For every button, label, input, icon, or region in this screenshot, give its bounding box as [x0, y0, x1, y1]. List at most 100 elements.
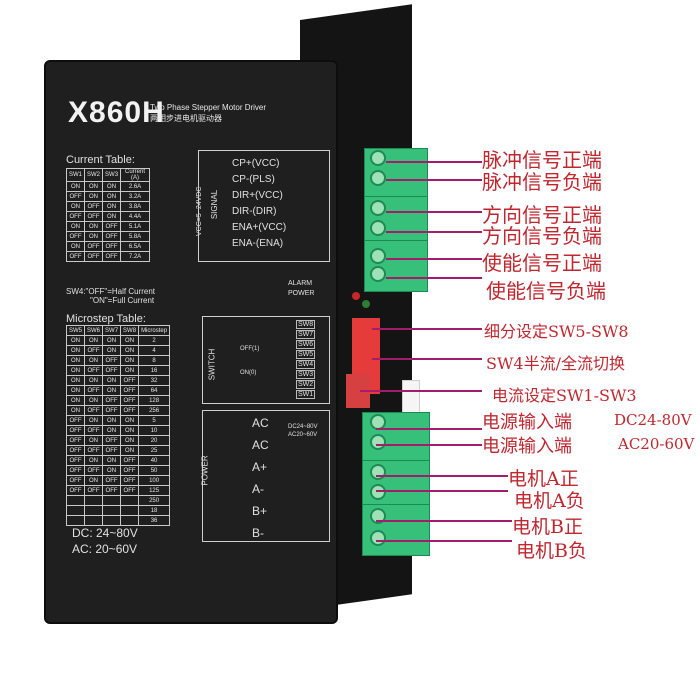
table-cell: [84, 505, 104, 516]
table-header-cell: Microstep: [138, 325, 171, 336]
table-cell: 100: [138, 475, 171, 486]
table-cell: [84, 495, 104, 506]
title-cn: 两相步进电机驱动器: [150, 114, 222, 123]
table-cell: 2: [138, 335, 171, 346]
table-cell: 18: [138, 505, 171, 516]
table-cell: ON: [65, 385, 86, 396]
switch-box: [202, 316, 330, 404]
table-cell: ON: [102, 345, 122, 356]
table-cell: ON: [120, 365, 140, 376]
table-cell: OFF: [120, 465, 140, 476]
vcc-note: VCC=5~24VDC: [196, 186, 203, 236]
table-cell: OFF: [120, 395, 140, 406]
power-terminal-label: A+: [252, 460, 268, 474]
power-terminal-label: AC: [252, 438, 269, 452]
table-cell: 16: [138, 365, 171, 376]
ac-rating: AC: 20~60V: [72, 542, 138, 556]
table-cell: ON: [120, 445, 140, 456]
dip-switch-label: SW7: [296, 330, 316, 339]
table-cell: OFF: [102, 231, 122, 242]
dip-switch-label: SW2: [296, 380, 316, 389]
callout-current: 电流设定SW1-SW3: [492, 386, 637, 405]
table-cell: 125: [138, 485, 171, 496]
table-cell: OFF: [65, 445, 86, 456]
table-cell: ON: [65, 375, 86, 386]
table-cell: 64: [138, 385, 171, 396]
signal-label: ENA+(VCC): [232, 222, 287, 233]
table-row: 36: [65, 515, 171, 526]
callout-motor-b-neg: 电机B负: [516, 540, 587, 562]
table-cell: ON: [102, 191, 122, 202]
table-cell: ON: [120, 335, 140, 346]
power-led: [362, 300, 370, 308]
table-cell: [65, 515, 86, 526]
off-label: OFF(1): [240, 346, 260, 352]
table-cell: 36: [138, 515, 171, 526]
table-cell: ON: [84, 455, 104, 466]
table-cell: OFF: [102, 251, 122, 262]
callout-motor-a-pos: 电机A正: [508, 468, 579, 490]
terminal-screw: [370, 200, 386, 216]
table-cell: ON: [102, 385, 122, 396]
dc-rating: DC: 24~80V: [72, 526, 138, 540]
dip-switch-label: SW3: [296, 370, 316, 379]
table-cell: [65, 495, 86, 506]
table-cell: ON: [120, 345, 140, 356]
table-cell: 25: [138, 445, 171, 456]
callout-line: [386, 179, 482, 181]
power-terminal-label: A-: [252, 482, 264, 496]
switch-side-label: SWITCH: [207, 348, 217, 381]
table-cell: [120, 495, 140, 506]
table-cell: 10: [138, 425, 171, 436]
table-cell: [84, 515, 104, 526]
table-cell: OFF: [84, 251, 104, 262]
table-cell: OFF: [102, 405, 122, 416]
table-cell: OFF: [65, 435, 86, 446]
table-cell: ON: [65, 405, 86, 416]
power-side-label: POWER: [200, 455, 210, 486]
signal-side-label: SIGNAL: [210, 189, 220, 220]
signal-label: DIR+(VCC): [232, 190, 283, 201]
callout-dir-pos: 方向信号正端: [482, 203, 602, 227]
table-cell: OFF: [84, 241, 104, 252]
callout-line: [376, 475, 508, 477]
table-header-cell: SW1: [65, 168, 86, 182]
table-cell: ON: [102, 181, 122, 192]
table-cell: 2.6A: [120, 181, 150, 192]
table-cell: 4.4A: [120, 211, 150, 222]
table-header-cell: SW7: [102, 325, 122, 336]
table-cell: OFF: [84, 425, 104, 436]
table-cell: [120, 505, 140, 516]
signal-box: [198, 150, 330, 262]
table-header-cell: SW3: [102, 168, 122, 182]
table-cell: ON: [102, 455, 122, 466]
table-cell: OFF: [65, 475, 86, 486]
table-cell: OFF: [84, 385, 104, 396]
signal-label: CP+(VCC): [232, 158, 280, 169]
table-cell: [102, 495, 122, 506]
dip-switch-label: SW4: [296, 360, 316, 369]
table-cell: 3.2A: [120, 191, 150, 202]
table-cell: ON: [102, 201, 122, 212]
table-cell: 32: [138, 375, 171, 386]
table-cell: ON: [102, 465, 122, 476]
table-cell: ON: [65, 335, 86, 346]
table-cell: 50: [138, 465, 171, 476]
table-header-cell: SW5: [65, 325, 86, 336]
callout-line: [376, 444, 482, 446]
dc-small: DC24~80V: [288, 424, 318, 430]
table-header-cell: SW2: [84, 168, 104, 182]
table-cell: ON: [84, 475, 104, 486]
power-terminal-label: AC: [252, 416, 269, 430]
